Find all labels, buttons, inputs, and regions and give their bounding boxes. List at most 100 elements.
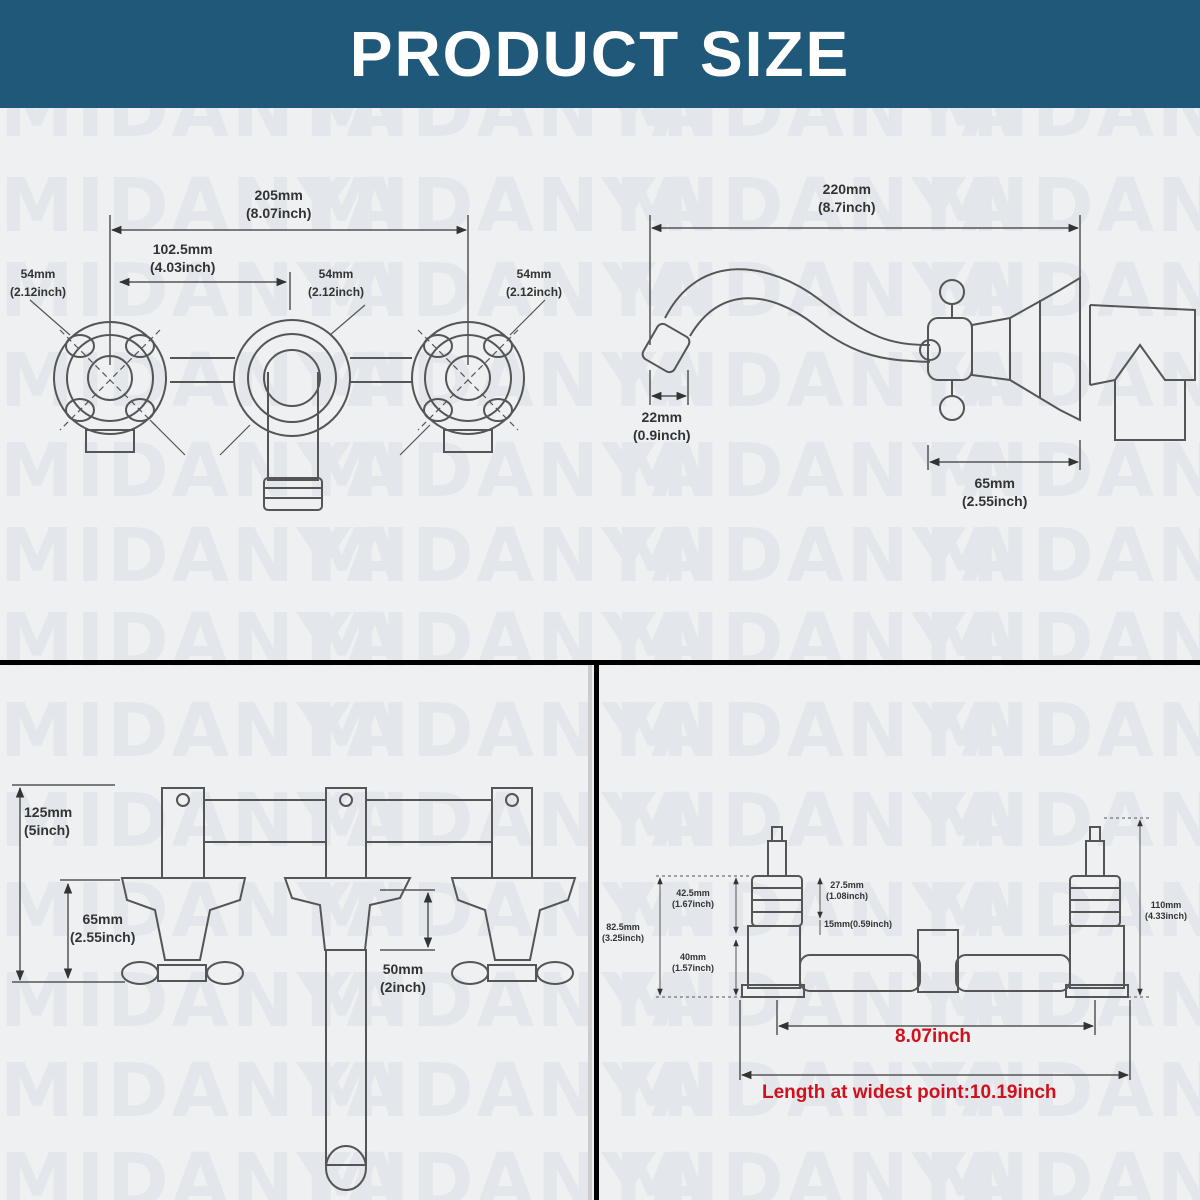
plate-height-inch: (2.55inch) [70,929,136,945]
plate-height-mm: 65mm [82,911,123,927]
watermark-text: MIDANYA [615,688,1022,774]
watermark-text: MIDANYA [925,778,1200,864]
watermark-text: MIDANYA [615,778,1022,864]
dim-f-mm: 110mm [1150,900,1182,910]
watermark-text: MIDANYA [615,428,1022,514]
depth-mm: 65mm [974,475,1015,491]
watermark-text: MIDANYA [925,598,1200,684]
dim-a-inch: (1.67inch) [672,899,715,909]
height-mm: 125mm [24,804,73,820]
watermark-text: MIDANYA [305,598,712,684]
spread-inch: (4.03inch) [150,259,216,275]
watermark-text: MIDANYA [305,163,712,249]
watermark-text: MIDANYA [615,163,1022,249]
overall-width-label: 205mm (8.07inch) [246,186,311,222]
spread-label: 102.5mm (4.03inch) [150,240,215,276]
reach-label: 220mm (8.7inch) [818,180,876,216]
watermark-text: MIDANYA [0,248,407,334]
watermark-text: MIDANYA [925,1048,1200,1134]
watermark-text: MIDANYA [615,598,1022,684]
watermark-text: MIDANYA [305,1048,712,1134]
watermark-text: MIDANYA [0,513,407,599]
watermark-text: MIDANYA [0,688,407,774]
plate-height-label: 65mm (2.55inch) [70,910,135,946]
spout-drop-mm: 50mm [382,961,424,977]
handle-right-inch: (2.12inch) [506,285,563,299]
height-label: 125mm (5inch) [24,803,72,839]
watermark-layer: MIDANYA MIDANYA MIDANYA MIDANYA MIDANYA … [0,108,1200,1200]
watermark-text: MIDANYA [925,338,1200,424]
watermark-text: MIDANYA [925,1138,1200,1200]
watermark-text: MIDANYA [615,108,1022,154]
depth-label: 65mm (2.55inch) [962,474,1027,510]
vertical-divider [594,665,599,1200]
watermark-text: MIDANYA [925,428,1200,514]
watermark-text: MIDANYA [0,598,407,684]
watermark-text: MIDANYA [925,868,1200,954]
dim-d-label: 82.5mm (3.25inch) [602,922,644,944]
rough-in-front-drawing [12,784,577,1191]
watermark-text: MIDANYA [305,868,712,954]
watermark-text: MIDANYA [305,248,712,334]
horizontal-divider [0,660,1200,665]
watermark-text: MIDANYA [305,108,712,154]
overall-width-inch: (8.07inch) [246,205,312,221]
dim-d-inch: (3.25inch) [602,933,645,943]
dim-f-label: 110mm (4.33inch) [1145,900,1187,922]
dim-e-inch: (1.57inch) [672,963,715,973]
watermark-text: MIDANYA [305,958,712,1044]
watermark-text: MIDANYA [615,1048,1022,1134]
side-view-drawing [641,215,1196,470]
watermark-text: MIDANYA [305,1138,712,1200]
dim-e-mm: 40mm [680,952,707,962]
dim-a-mm: 42.5mm [676,888,710,898]
watermark-text: MIDANYA [925,108,1200,154]
spout-drop-inch: (2inch) [380,979,426,995]
dim-b-label: 27.5mm (1.08inch) [826,880,868,902]
watermark-text: MIDANYA [305,513,712,599]
watermark-text: MIDANYA [925,163,1200,249]
handle-left-label: 54mm (2.12inch) [10,265,66,301]
spout-plate-mm: 54mm [318,267,354,281]
valve-body-drawing [656,817,1150,1080]
spout-plate-inch: (2.12inch) [308,285,365,299]
height-inch: (5inch) [24,822,70,838]
outlet-inch: (0.9inch) [633,427,691,443]
outlet-mm: 22mm [641,409,683,425]
watermark-text: MIDANYA [925,248,1200,334]
dim-b-inch: (1.08inch) [826,891,869,901]
watermark-text: MIDANYA [615,513,1022,599]
overall-width-mm: 205mm [254,187,303,203]
watermark-text: MIDANYA [0,428,407,514]
page-title: PRODUCT SIZE [349,18,851,90]
watermark-text: MIDANYA [0,108,407,154]
watermark-text: MIDANYA [0,1048,407,1134]
reach-inch: (8.7inch) [818,199,876,215]
reach-mm: 220mm [822,181,871,197]
watermark-text: MIDANYA [615,868,1022,954]
depth-inch: (2.55inch) [962,493,1028,509]
dim-f-inch: (4.33inch) [1145,911,1188,921]
dim-b-mm: 27.5mm [830,880,864,890]
outlet-label: 22mm (0.9inch) [633,408,691,444]
dim-e-label: 40mm (1.57inch) [672,952,714,974]
watermark-text: MIDANYA [305,778,712,864]
watermark-text: MIDANYA [615,248,1022,334]
spout-plate-label: 54mm (2.12inch) [308,265,364,301]
watermark-text: MIDANYA [925,688,1200,774]
handle-left-inch: (2.12inch) [10,285,67,299]
handle-right-label: 54mm (2.12inch) [506,265,562,301]
header-banner: PRODUCT SIZE [0,0,1200,108]
watermark-text: MIDANYA [0,163,407,249]
dim-d-mm: 82.5mm [606,922,640,932]
widest-length-label: Length at widest point:10.19inch [762,1082,1057,1103]
spread-mm: 102.5mm [152,241,213,257]
handle-right-mm: 54mm [516,267,552,281]
vertical-divider [588,665,592,1200]
dim-a-label: 42.5mm (1.67inch) [672,888,714,910]
dim-c-label: 15mm(0.59inch) [824,919,893,929]
watermark-text: MIDANYA [305,688,712,774]
center-width-label: 8.07inch [895,1026,972,1047]
handle-left-mm: 54mm [20,267,56,281]
